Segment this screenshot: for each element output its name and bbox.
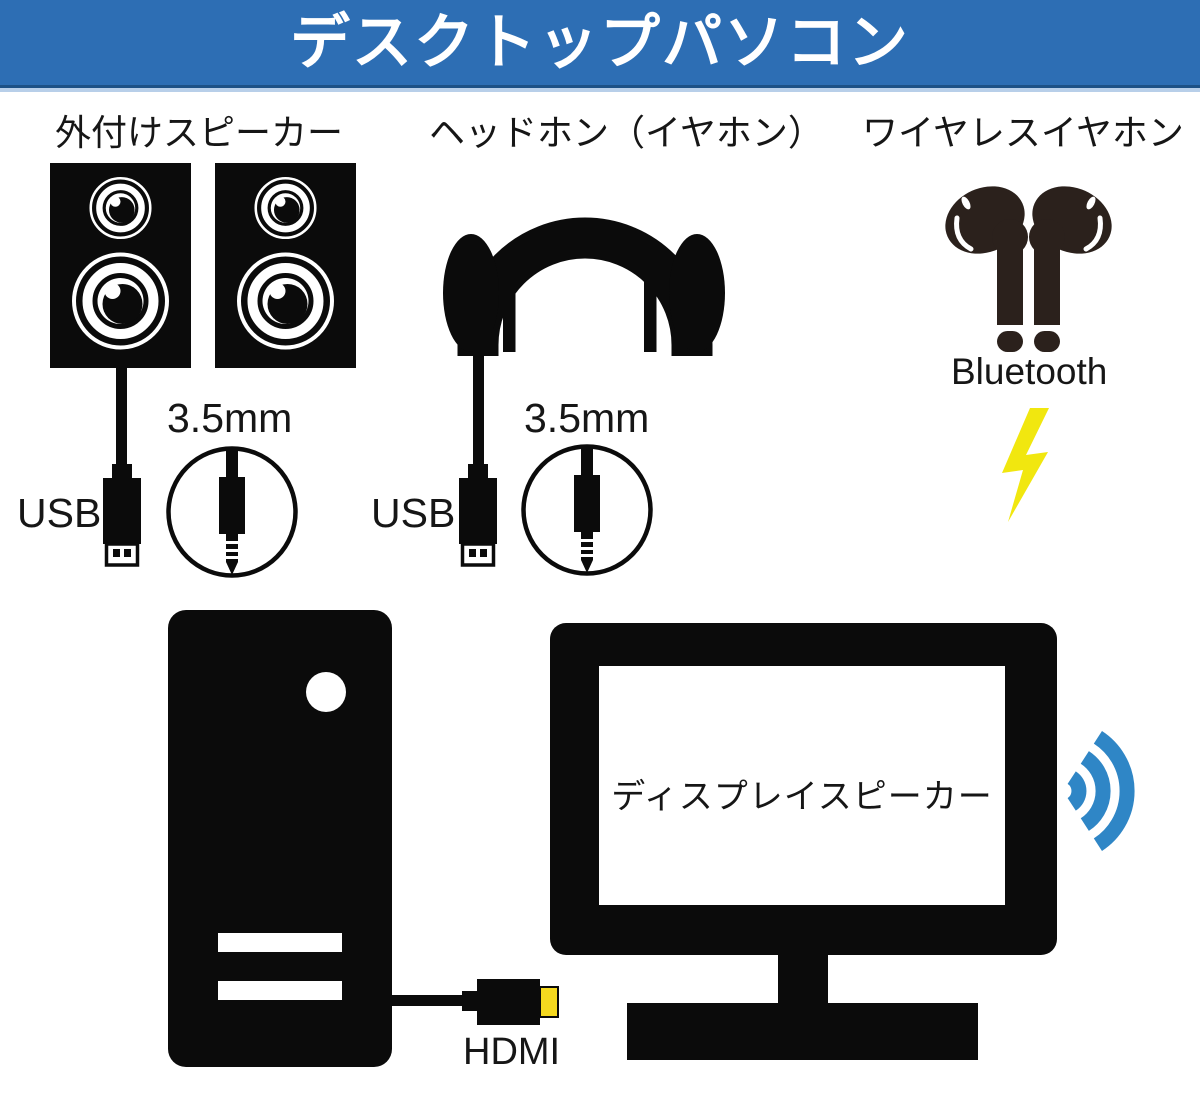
speakers-icon	[50, 163, 356, 368]
bluetooth-label: Bluetooth	[951, 351, 1108, 392]
lightning-bolt-icon	[1002, 408, 1049, 522]
wireless-earbuds-label: ワイヤレスイヤホン	[862, 112, 1184, 153]
audio-jack-speakers-icon	[169, 449, 296, 576]
page-title: デスクトップパソコン	[290, 9, 910, 76]
headphone-cable	[473, 346, 484, 466]
headphones-label: ヘッドホン（イヤホン）	[429, 112, 824, 153]
title-banner: デスクトップパソコン	[0, 0, 1200, 85]
audio-jack-headphones-icon	[524, 447, 651, 574]
usb-plug-speakers-icon	[101, 464, 143, 567]
sound-waves-icon	[1067, 731, 1135, 851]
usb-plug-headphones-icon	[457, 464, 499, 567]
jack-size-label-speakers: 3.5mm	[167, 395, 293, 441]
jack-size-label-headphones: 3.5mm	[524, 395, 650, 441]
display-speaker-label: ディスプレイスピーカー	[611, 778, 993, 816]
hdmi-cable-icon	[388, 979, 559, 1025]
pc-tower-icon	[168, 610, 392, 1067]
banner-edge-light	[0, 88, 1200, 92]
banner-edge-dark	[0, 85, 1200, 88]
usb-label-headphones: USB	[371, 490, 456, 536]
monitor-icon	[550, 623, 1057, 1060]
headphones-icon	[443, 217, 725, 356]
speakers-label: 外付けスピーカー	[55, 112, 344, 153]
hdmi-label: HDMI	[463, 1031, 561, 1073]
speaker-cable	[116, 368, 127, 467]
wireless-earbuds-icon	[945, 186, 1112, 352]
usb-label-speakers: USB	[17, 490, 102, 536]
